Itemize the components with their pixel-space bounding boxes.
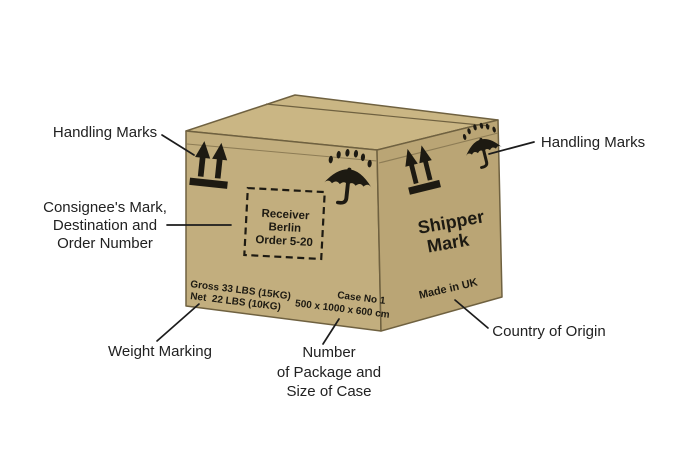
callout-consignee-line2: Destination and xyxy=(53,217,157,234)
box-side-face xyxy=(376,119,503,332)
receiver-name: Receiver xyxy=(261,208,310,223)
callout-handling-marks-left: Handling Marks xyxy=(53,124,157,141)
callout-weight-marking: Weight Marking xyxy=(108,343,212,360)
leader-weight xyxy=(156,303,200,342)
callout-package-line1: Number xyxy=(302,344,355,361)
callout-package-line3: Size of Case xyxy=(286,383,371,400)
side-lid-crease xyxy=(378,132,499,164)
callout-handling-marks-right: Handling Marks xyxy=(541,134,645,151)
callout-package-line2: of Package and xyxy=(277,364,381,381)
consignee-stencil: Receiver Berlin Order 5-20 xyxy=(243,186,326,261)
callout-consignee-line3: Order Number xyxy=(57,235,153,252)
leader-origin xyxy=(454,299,489,329)
callout-consignee-line1: Consignee's Mark, xyxy=(43,199,167,216)
leader-handling-left xyxy=(161,134,195,156)
lid-seam-line xyxy=(265,103,491,127)
receiver-destination: Berlin xyxy=(268,221,301,235)
receiver-order: Order 5-20 xyxy=(255,234,313,249)
leader-package xyxy=(322,318,340,345)
callout-country-of-origin: Country of Origin xyxy=(492,323,605,340)
dashed-border xyxy=(243,186,326,261)
leader-handling-right xyxy=(488,141,535,155)
front-lid-crease xyxy=(186,143,378,162)
